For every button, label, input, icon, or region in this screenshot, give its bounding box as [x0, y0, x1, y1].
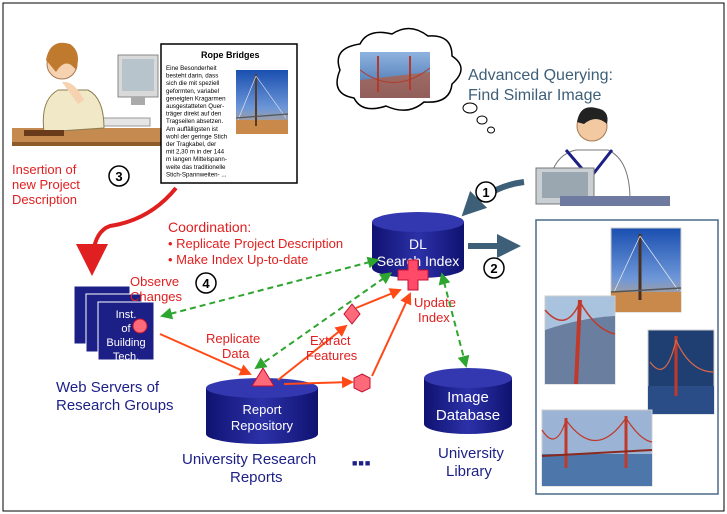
inst-label-2: of	[121, 323, 131, 335]
result-image-1	[610, 227, 682, 313]
document-text-line: Stich-Spannweiten- ...	[166, 171, 227, 178]
coordination-arrow-webservers	[160, 256, 380, 320]
replicate-triangle-marker	[251, 367, 275, 387]
document-text-line: der Tragkabel, der	[166, 141, 216, 148]
insertion-label-line-1: Insertion of	[12, 162, 77, 177]
document-text-line: sich die mit speziell	[166, 80, 219, 87]
svg-text:2: 2	[490, 261, 497, 276]
step-1-badge: 1	[475, 181, 497, 203]
report-repo-label-2: Repository	[231, 418, 294, 433]
document-title: Rope Bridges	[201, 50, 260, 60]
document-text-line: m langen Mittelspann-	[166, 156, 227, 163]
hexagon-feature-marker	[353, 373, 371, 393]
document-text-line: mit 2,30 m in der 144	[166, 149, 225, 156]
extract-features-label-1: Extract	[310, 333, 351, 348]
querying-user-illustration	[535, 107, 670, 206]
document-text-line: träger direkt auf den	[166, 111, 222, 118]
university-library-label-2: Library	[446, 463, 492, 480]
document-bridge-photo	[235, 70, 289, 134]
update-index-plus-marker	[397, 259, 429, 291]
replicate-data-label-1: Replicate	[206, 331, 260, 346]
university-reports-label-2: Reports	[230, 469, 283, 486]
inst-label-4: Tech.	[113, 351, 139, 363]
report-repo-label-1: Report	[242, 402, 281, 417]
insertion-label-line-2: new Project	[12, 177, 80, 192]
document-text-line: wohl der geringe Stich	[165, 133, 228, 140]
svg-text:1: 1	[482, 185, 489, 200]
step-4-badge: 4	[195, 272, 217, 294]
author-at-computer-illustration	[12, 42, 177, 146]
coordination-item-1: • Replicate Project Description	[168, 236, 343, 251]
observe-label-1: Observe	[130, 274, 179, 289]
update-index-label-2: Index	[418, 310, 450, 325]
image-database-cylinder: Image Database	[424, 368, 512, 434]
result-image-2	[544, 295, 616, 385]
document-text-line: Am auffälligsten ist	[166, 126, 218, 133]
result-image-3	[647, 329, 715, 415]
extract-features-arrow-2	[283, 376, 354, 389]
inst-label-3: Building	[106, 337, 145, 349]
replicate-data-arrow	[159, 333, 252, 376]
image-db-label-1: Image	[447, 389, 489, 406]
university-library-label-1: University	[438, 445, 504, 462]
report-repository-cylinder: Report Repository	[206, 378, 318, 444]
step-2-badge: 2	[483, 257, 505, 279]
step-3-badge: 3	[108, 165, 130, 187]
more-sources-ellipsis: ■■■	[352, 458, 371, 468]
document-text-line: geformten, variabel	[166, 88, 219, 95]
university-reports-label-1: University Research	[182, 451, 316, 468]
coordination-arrow-image-db	[438, 272, 470, 368]
svg-text:4: 4	[202, 276, 210, 291]
web-servers-stack: Inst. of Building Tech.	[73, 285, 155, 363]
document-text-line: Eine Besonderheit	[166, 65, 217, 72]
document-text-line: ausgestatteten Quer-	[166, 103, 224, 110]
svg-text:3: 3	[115, 169, 122, 184]
document-text-line: weite das traditionelle	[165, 164, 226, 171]
document-text-line: besteht darin, dass	[166, 73, 218, 80]
document-text-line: Tragseilen absetzen.	[166, 118, 223, 125]
query-label-line-1: Advanced Querying:	[468, 67, 613, 84]
coordination-title: Coordination:	[168, 219, 251, 235]
result-image-4	[541, 409, 653, 487]
query-label-line-2: Find Similar Image	[468, 87, 601, 104]
web-servers-label-2: Research Groups	[56, 397, 174, 414]
document-text-line: geneigten Kragarmen	[166, 95, 226, 102]
web-servers-label-1: Web Servers of	[56, 379, 160, 396]
extract-features-label-2: Features	[306, 348, 358, 363]
image-db-label-2: Database	[436, 407, 500, 424]
coordination-item-2: • Make Index Up-to-date	[168, 252, 308, 267]
query-thought-bubble	[336, 27, 495, 134]
coordination-arrow-repository	[254, 272, 393, 370]
similar-images-results-panel	[535, 219, 719, 495]
observe-label-2: Changes	[130, 289, 183, 304]
replicate-data-label-2: Data	[222, 346, 250, 361]
inst-label-1: Inst.	[116, 309, 137, 321]
insertion-arrow	[76, 186, 178, 276]
observe-circle-marker	[132, 318, 148, 334]
dl-index-label-1: DL	[409, 236, 427, 252]
insertion-label-line-3: Description	[12, 192, 77, 207]
